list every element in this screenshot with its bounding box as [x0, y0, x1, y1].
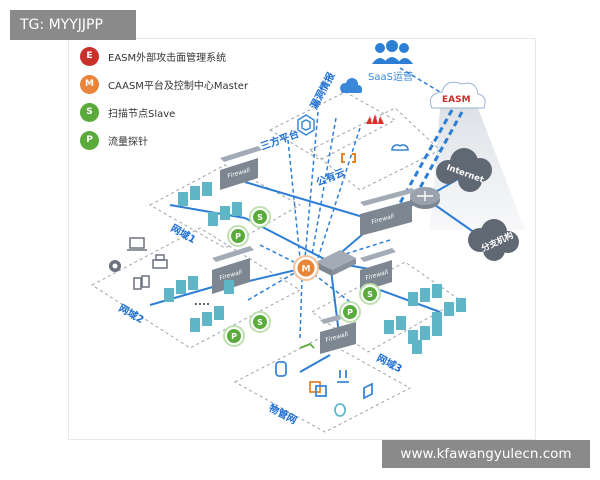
- slave-node-domain1: S: [249, 206, 271, 228]
- legend-item-master: M CAASM平台及控制中心Master: [80, 75, 300, 95]
- legend-label-master: CAASM平台及控制中心Master: [108, 81, 249, 92]
- master-badge-icon: M: [80, 75, 99, 94]
- iot-label: 物管网: [267, 401, 300, 427]
- legend-item-probe: P 流量探针: [80, 131, 300, 151]
- svg-text:P: P: [231, 332, 237, 341]
- firewall-domain2: Firewall: [212, 246, 254, 294]
- master-node: M: [293, 255, 319, 281]
- public-cloud-label: 公有云: [314, 165, 347, 188]
- vuln-intel-label: 漏洞情报: [307, 70, 337, 111]
- probe-node-domain1: P: [227, 225, 249, 247]
- zone-domain2: [91, 227, 302, 349]
- easm-label: EASM: [442, 95, 471, 105]
- firewall-main: Firewall: [360, 188, 416, 236]
- easm-badge-icon: E: [80, 47, 99, 66]
- dashed-flows: [247, 67, 441, 339]
- mobile-icon: [133, 275, 150, 290]
- probe-node-domain3: P: [339, 301, 361, 323]
- branch-cloud-icon: [468, 219, 519, 261]
- easm-cloud-icon: [429, 81, 486, 109]
- svg-text:S: S: [257, 318, 263, 327]
- legend-item-slave: S 扫描节点Slave: [80, 103, 300, 123]
- slave-badge-icon: S: [80, 103, 99, 122]
- laptop-icon: [127, 237, 147, 251]
- svg-text:M: M: [302, 265, 311, 275]
- saas-label: SaaS运营: [368, 70, 413, 83]
- saas-people-icon: [372, 40, 413, 64]
- watermark-bottom: www.kfawangyulecn.com: [382, 440, 590, 468]
- legend-label-slave: 扫描节点Slave: [108, 109, 176, 120]
- server-cluster-domain1: [178, 182, 242, 226]
- svg-text:S: S: [367, 290, 373, 299]
- zone-third-party: [268, 91, 397, 161]
- bracket-service-icon: [341, 153, 356, 163]
- svg-text:P: P: [235, 232, 241, 241]
- svg-text:S: S: [257, 213, 263, 222]
- zone-iot: [233, 337, 412, 433]
- core-switch-icon: [316, 250, 356, 276]
- domain2-label: 网域2: [117, 301, 147, 326]
- firewall-domain3: Firewall: [360, 248, 396, 292]
- server-cluster-domain3: [384, 284, 466, 354]
- probe-node-domain2: P: [223, 325, 245, 347]
- third-party-icon: [297, 114, 315, 136]
- svg-text:P: P: [347, 308, 353, 317]
- ellipsis-dots: [195, 303, 209, 305]
- cloud-service-icon: [391, 144, 409, 151]
- probe-badge-icon: P: [80, 131, 99, 150]
- saas-cloud-icon: [340, 78, 362, 93]
- legend-label-probe: 流量探针: [108, 137, 148, 148]
- zone-domain1: [148, 164, 302, 249]
- slave-node-domain2: S: [249, 311, 271, 333]
- camera-icon: [109, 260, 121, 272]
- watermark-top: TG: MYYJJPP: [10, 10, 136, 40]
- huawei-logo-icon: [366, 114, 384, 124]
- legend-item-easm: E EASM外部攻击面管理系统: [80, 47, 300, 67]
- slave-node-domain3: S: [359, 283, 381, 305]
- iot-device-icons: [275, 342, 373, 417]
- firewall-domain1: Firewall: [220, 146, 262, 190]
- server-cluster-domain2: [164, 276, 234, 332]
- internet-cloud-icon: [436, 148, 492, 192]
- router-icon: [410, 187, 440, 209]
- domain3-label: 网域3: [375, 351, 405, 375]
- printer-icon: [152, 254, 168, 269]
- legend-label-easm: EASM外部攻击面管理系统: [108, 53, 227, 64]
